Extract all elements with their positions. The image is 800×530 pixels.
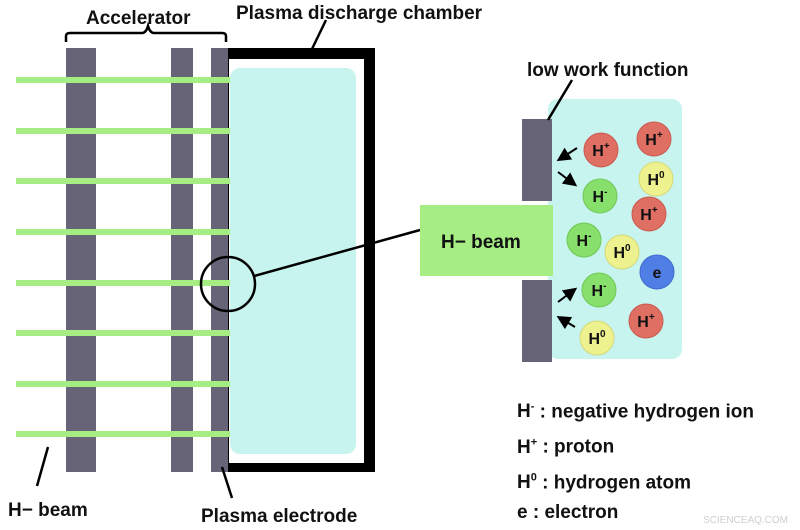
beam-line [16,77,230,83]
watermark: SCIENCEAQ.COM [703,515,789,526]
beam-line [16,431,230,437]
accelerator-electrode-1 [66,48,96,472]
legend-row-proton: H+ : proton [517,427,754,462]
plasma-electrode-label: Plasma electrode [201,506,357,527]
beam-line [16,178,230,184]
chamber-label-leader [310,19,328,50]
legend-symbol: e [517,501,528,523]
zoom-connector [253,228,421,278]
beam-line [16,280,230,286]
beam-line [16,229,230,235]
legend-text: : electron [527,501,619,523]
legend-text: : hydrogen atom [536,471,691,493]
beam-line [16,330,230,336]
proton-particle: H+ [636,121,672,157]
svg-text:e: e [653,265,662,282]
beam-line [16,381,230,387]
legend-text: : proton [537,436,615,458]
beam-lines [16,77,230,437]
arrow-to-electrode-lower [556,315,576,330]
accelerator-bracket [64,21,228,42]
zoom-electrode-lower [522,280,552,362]
legend-row-electron: e : electron [517,498,754,528]
plasma-electrode-leader [220,466,234,499]
plasma-chamber-label: Plasma discharge chamber [236,3,483,24]
plasma-electrode [211,48,228,472]
zoom-electrode-upper [522,119,552,201]
electron-particle: e [639,254,675,290]
low-work-function-label: low work function [527,60,689,81]
proton-particle: H+ [631,196,667,232]
svg-text:H-: H- [577,231,592,250]
zoom-circle [199,255,257,313]
legend: H- : negative hydrogen ion H+ : proton H… [517,392,754,528]
svg-text:H-: H- [592,281,607,300]
hydrogen-atom-particle: H0 [604,234,640,270]
legend-row-hydrogen-atom: H0 : hydrogen atom [517,463,754,498]
accelerator-label: Accelerator [86,8,191,29]
legend-text: : negative hydrogen ion [534,401,754,423]
svg-text:H-: H- [593,187,608,206]
beam-box-label: H− beam [441,232,521,253]
arrow-from-electrode-upper [557,171,578,187]
hydrogen-atom-particle: H0 [579,320,615,356]
arrow-from-electrode-lower [557,287,578,303]
proton-particle: H+ [628,303,664,339]
neg-ion-particle: H- [566,222,602,258]
neg-ion-particle: H- [582,178,618,214]
h-minus-beam-leader [35,446,50,487]
legend-symbol: H0 [517,471,537,493]
proton-particle: H+ [583,132,619,168]
low-work-function-leader [546,79,574,121]
hydrogen-atom-particle: H0 [638,161,674,197]
neg-ion-particle: H- [581,272,617,308]
legend-symbol: H+ [517,436,538,458]
legend-row-negative-ion: H- : negative hydrogen ion [517,392,754,427]
superscript-plus: + [604,141,610,152]
accelerator-electrode-2 [171,48,193,472]
beam-box [420,205,553,276]
h-minus-beam-label: H− beam [8,500,88,521]
arrow-to-electrode-upper [556,147,578,162]
legend-symbol: H- [517,401,535,423]
beam-line [16,128,230,134]
plasma-region [230,68,356,454]
